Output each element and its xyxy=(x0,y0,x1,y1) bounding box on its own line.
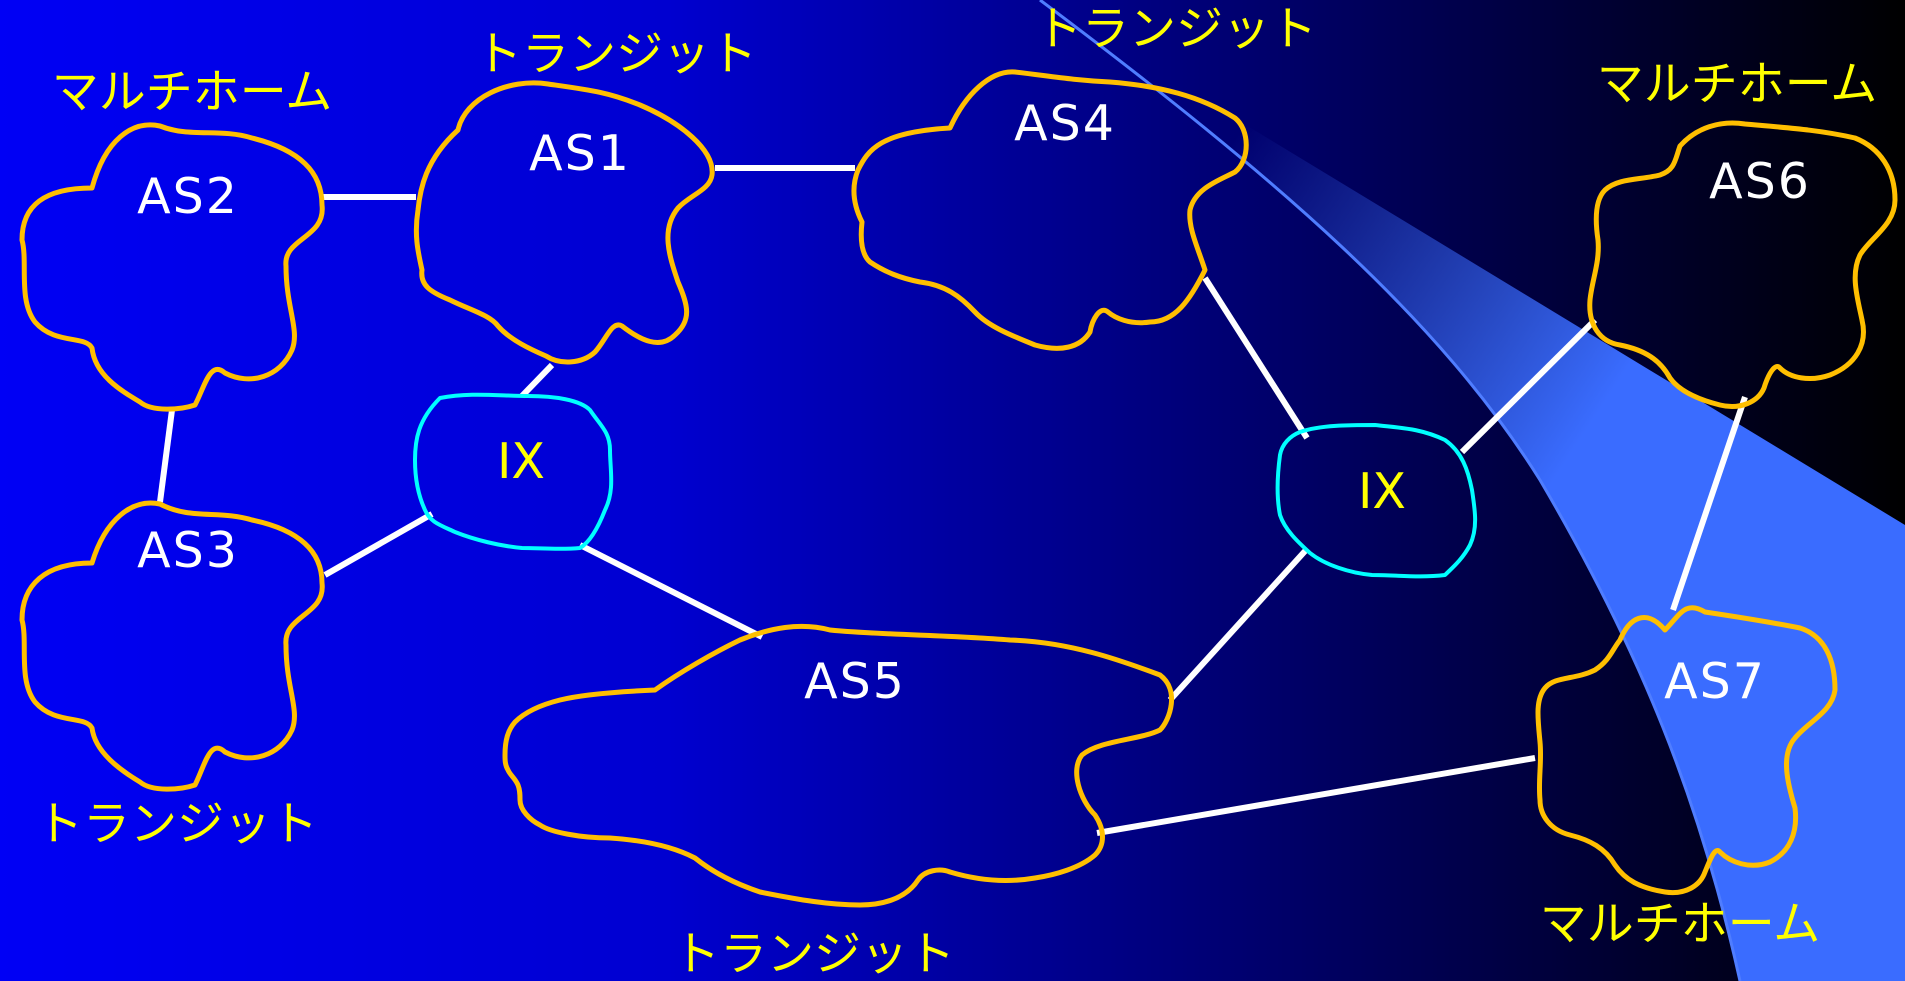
link-as4-ix xyxy=(1202,276,1310,440)
link-as3-ix xyxy=(323,511,434,578)
as6-label: AS6 xyxy=(1709,153,1811,210)
link-as5-as7 xyxy=(1096,755,1536,836)
ix-left-cloud xyxy=(413,392,614,551)
as1-label: AS1 xyxy=(529,125,631,182)
as5-label: AS5 xyxy=(804,653,906,710)
ix-left-label: IX xyxy=(497,433,545,490)
link-as6-as7 xyxy=(1670,396,1748,611)
as3-type-label: トランジット xyxy=(36,797,318,852)
as6-cloud xyxy=(1587,120,1898,409)
link-ix-as5 xyxy=(578,542,764,640)
as2-cloud xyxy=(19,122,325,412)
as3-label: AS3 xyxy=(137,522,239,579)
as2-label: AS2 xyxy=(137,168,239,225)
as2-type-label: マルチホーム xyxy=(52,65,333,120)
link-ix-as6 xyxy=(1459,317,1598,455)
as4-type-label: トランジット xyxy=(1035,2,1317,57)
link-group xyxy=(157,165,1748,836)
as1-type-label: トランジット xyxy=(475,27,757,82)
ix-right-label: IX xyxy=(1358,463,1406,520)
link-as1-ix xyxy=(519,362,555,399)
as1-cloud xyxy=(413,80,715,365)
as4-label: AS4 xyxy=(1014,95,1116,152)
as7-label: AS7 xyxy=(1664,653,1766,710)
link-as2-as3 xyxy=(157,409,175,503)
ix-right-cloud xyxy=(1275,423,1478,579)
as7-cloud xyxy=(1535,605,1838,896)
as5-cloud xyxy=(502,623,1175,908)
as3-cloud xyxy=(19,500,325,792)
highlight-beam xyxy=(1039,0,1905,981)
as6-type-label: マルチホーム xyxy=(1597,57,1878,112)
as5-type-label: トランジット xyxy=(673,927,955,981)
as4-cloud xyxy=(851,69,1249,351)
as7-type-label: マルチホーム xyxy=(1540,897,1821,952)
link-ix-as5-right xyxy=(1167,547,1309,703)
